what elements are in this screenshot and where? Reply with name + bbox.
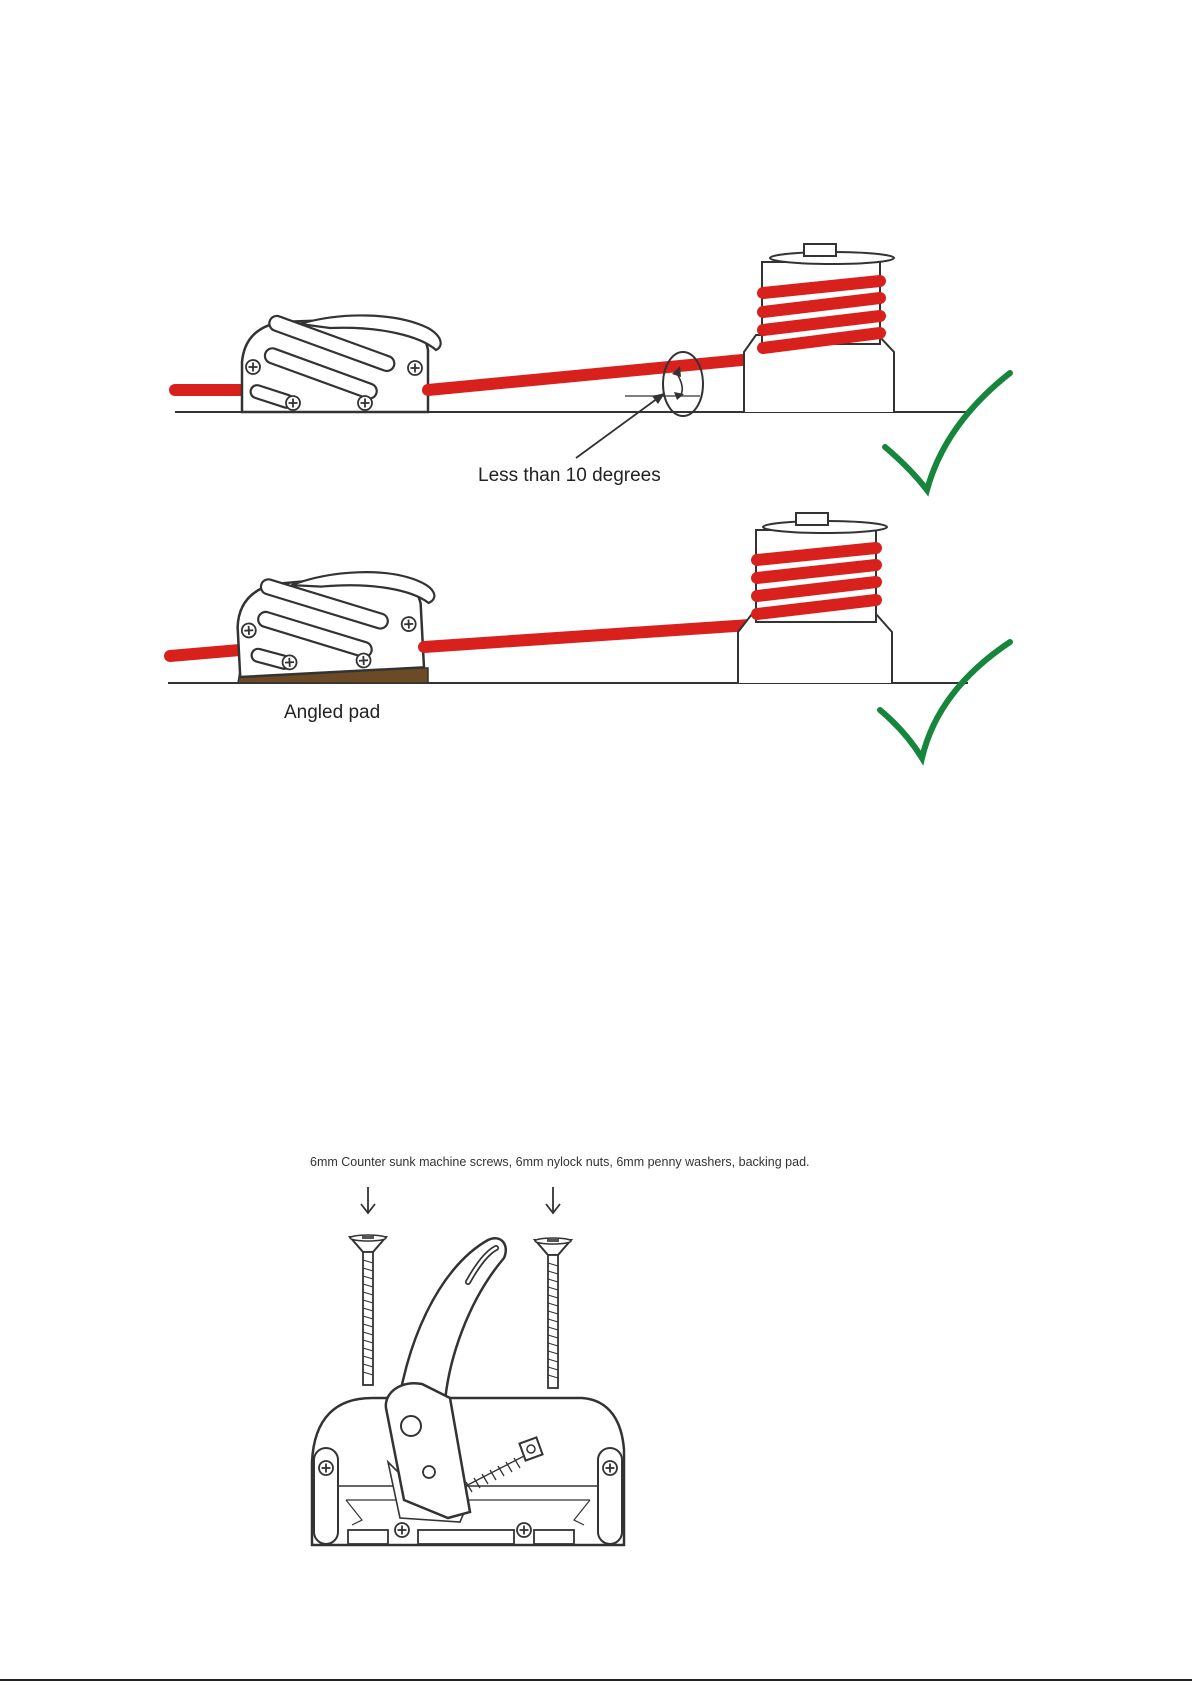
rope-clutch-middle: [235, 568, 438, 677]
check-mark-icon: [885, 373, 1010, 490]
leader-line: [576, 398, 658, 458]
screw-head-cross-icon: [408, 361, 422, 375]
clutch-setup-top: Less than 10 degrees: [175, 244, 1010, 490]
screw-head-cross-icon: [282, 655, 297, 670]
rope-clutch-top: [242, 314, 441, 412]
down-arrow-icon: [361, 1187, 375, 1213]
screw-head-cross-icon: [395, 1523, 409, 1537]
screw-head-cross-icon: [286, 396, 300, 410]
screw-head-cross-icon: [517, 1523, 531, 1537]
machine-screw-left: [350, 1235, 386, 1385]
rope-in-middle: [170, 650, 240, 656]
winch-top: [744, 244, 894, 412]
clutch-setup-angled-pad: Angled pad: [168, 513, 1010, 758]
winch-middle: [738, 513, 892, 683]
screw-head-cross-icon: [358, 396, 372, 410]
screw-head-cross-icon: [603, 1461, 617, 1475]
screw-head-cross-icon: [356, 653, 371, 668]
machine-screw-right: [535, 1238, 571, 1388]
fixings-note: 6mm Counter sunk machine screws, 6mm nyl…: [310, 1155, 810, 1169]
pad-note: Angled pad: [284, 702, 380, 723]
check-mark-icon: [880, 642, 1010, 758]
down-arrow-icon: [546, 1187, 560, 1213]
screw-head-cross-icon: [319, 1461, 333, 1475]
screw-head-cross-icon: [246, 360, 260, 374]
screw-head-cross-icon: [241, 623, 256, 638]
angle-note: Less than 10 degrees: [478, 465, 661, 486]
clutch-cross-section: [312, 1238, 624, 1545]
clutch-fixing-detail: 6mm Counter sunk machine screws, 6mm nyl…: [310, 1155, 810, 1545]
screw-head-cross-icon: [401, 617, 416, 632]
